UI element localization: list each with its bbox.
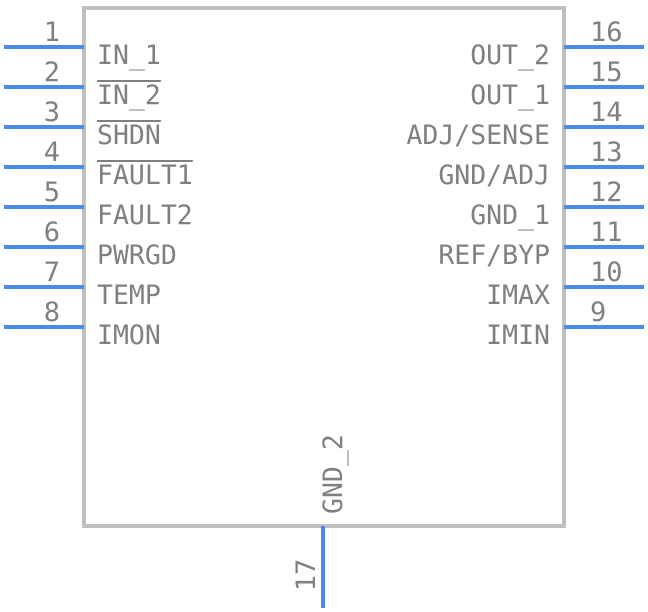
pin-14-name: ADJ/SENSE (406, 120, 550, 151)
pin-15-number: 15 (590, 57, 623, 88)
pin-10-name: IMAX (486, 280, 550, 311)
pin-8-number: 8 (44, 297, 60, 328)
pin-11-name: REF/BYP (438, 240, 550, 271)
pin-8-name: IMON (97, 320, 161, 351)
pin-6-name: PWRGD (97, 240, 177, 271)
pin-12-name: GND_1 (470, 200, 550, 231)
pin-11-number: 11 (590, 217, 623, 248)
pin-3-name: SHDN (97, 120, 161, 151)
pin-7-name: TEMP (97, 280, 161, 311)
pin-12-number: 12 (590, 177, 623, 208)
pin-13-name: GND/ADJ (438, 160, 550, 191)
pin-7-number: 7 (44, 257, 60, 288)
pin-16-name: OUT_2 (470, 40, 550, 71)
pin-10-number: 10 (590, 257, 623, 288)
pin-1-number: 1 (44, 17, 60, 48)
pin-4-number: 4 (44, 137, 60, 168)
pin-5-number: 5 (44, 177, 60, 208)
pin-2-number: 2 (44, 57, 60, 88)
bottom-pin-group: 17 GND_2 (291, 434, 349, 608)
pin-4-name: FAULT1 (97, 160, 193, 191)
pin-5-name: FAULT2 (97, 200, 193, 231)
pin-2-name: IN_2 (97, 80, 161, 111)
pin-17-name: GND_2 (318, 434, 349, 514)
pin-17-number: 17 (291, 559, 322, 592)
pin-6-number: 6 (44, 217, 60, 248)
pin-3-number: 3 (44, 97, 60, 128)
pin-13-number: 13 (590, 137, 623, 168)
pin-9-name: IMIN (486, 320, 550, 351)
pin-16-number: 16 (590, 17, 623, 48)
pin-9-number: 9 (590, 297, 606, 328)
pin-14-number: 14 (590, 97, 623, 128)
pin-1-name: IN_1 (97, 40, 161, 71)
pin-15-name: OUT_1 (470, 80, 550, 111)
